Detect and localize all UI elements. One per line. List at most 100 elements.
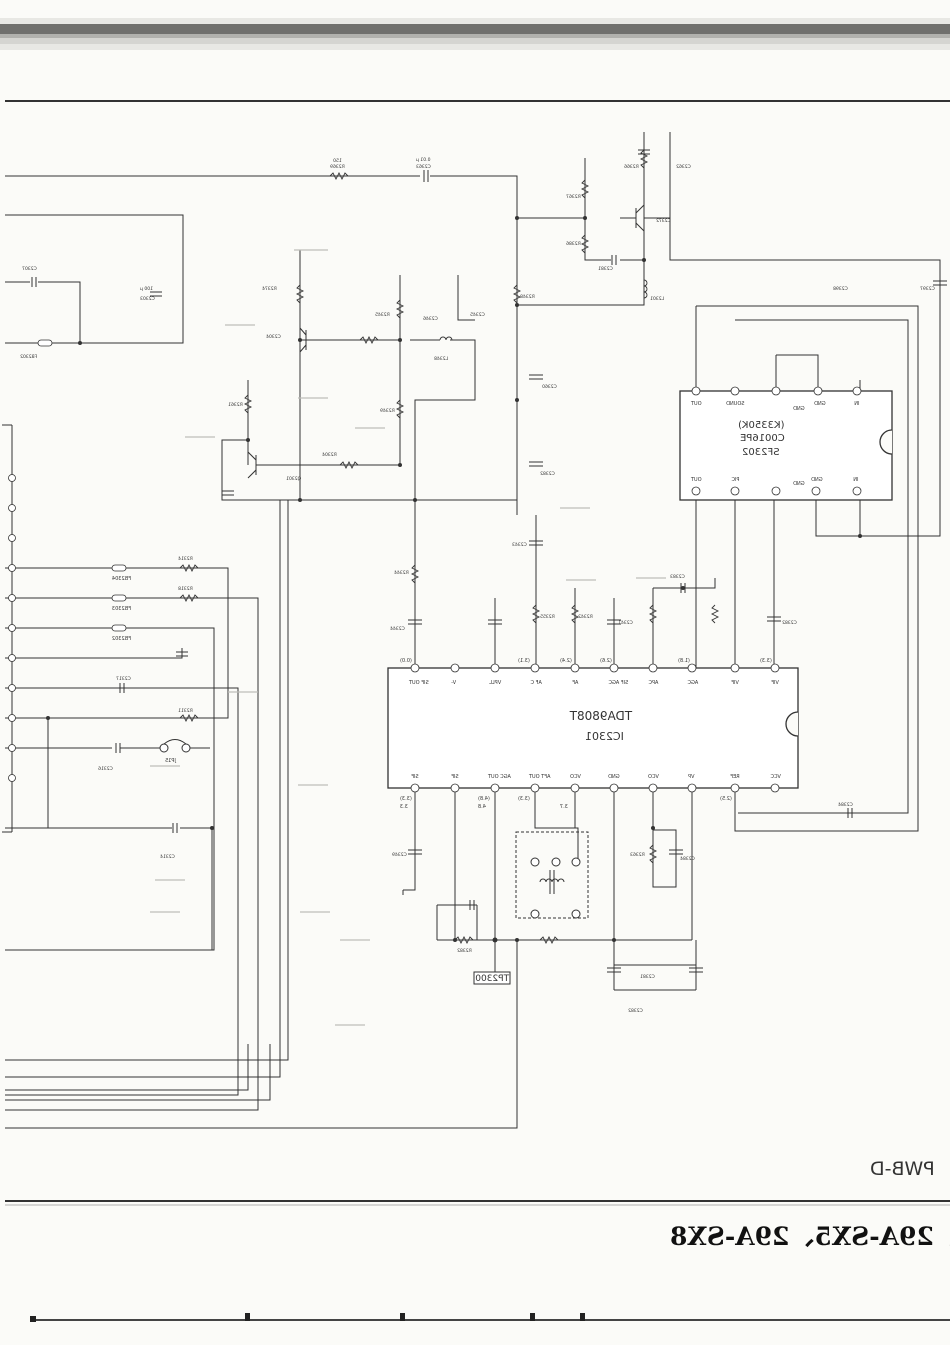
saw-pin-name: OUT bbox=[690, 477, 702, 483]
label-c2314: C2314 bbox=[160, 854, 175, 860]
label-r2382: R2382 bbox=[457, 948, 472, 954]
label-r2386: R2386 bbox=[566, 241, 581, 247]
resistors bbox=[179, 149, 720, 945]
label-c2349: C2349 bbox=[392, 852, 407, 858]
label-c2304: C2304 bbox=[266, 334, 281, 340]
scan-smudges bbox=[150, 249, 666, 1026]
label-r2366: R2366 bbox=[624, 164, 639, 170]
ic-pin-name: VPLL bbox=[489, 680, 501, 686]
saw-pin-name: IN bbox=[854, 401, 859, 407]
ic-pin-name: AF C bbox=[530, 680, 542, 686]
ic-pin-name: GND bbox=[608, 774, 620, 780]
ic-voltage: (3.3) bbox=[760, 658, 772, 664]
ic-pin-name: V- bbox=[451, 680, 456, 686]
label-c2303: C2303 bbox=[140, 296, 155, 302]
inductors bbox=[439, 279, 648, 341]
label-c2381: C2381 bbox=[598, 266, 613, 272]
ic-voltage: (3.1) bbox=[518, 658, 530, 664]
label-c2398: C2398 bbox=[833, 286, 848, 292]
ic-pin-name: SIF bbox=[451, 774, 459, 780]
label-c2397: C2397 bbox=[920, 286, 935, 292]
board-label: PWB-D bbox=[870, 1158, 935, 1180]
ic-voltage: (4.8) bbox=[478, 796, 490, 802]
sf2302-pins bbox=[691, 386, 862, 496]
saw-gnd-label: GND bbox=[793, 481, 805, 487]
label-r2363: R2363 bbox=[630, 852, 645, 858]
ic-pin-name: AFT OUT bbox=[528, 774, 550, 780]
transistor-q2302 bbox=[299, 327, 307, 353]
ic-voltage: (3.3) bbox=[518, 796, 530, 802]
saw-ref: SF2302 bbox=[742, 447, 780, 458]
label-l2301: L2301 bbox=[650, 296, 664, 302]
left-connector bbox=[2, 424, 16, 833]
label-r2349: R2349 bbox=[380, 408, 395, 414]
ic-pin-name: VP bbox=[688, 774, 694, 780]
ic2301-pins bbox=[410, 663, 780, 793]
ic-pin-name: APC bbox=[648, 680, 658, 686]
label-c2381-b: C2381 bbox=[640, 974, 655, 980]
saw-pin-name: OUT bbox=[690, 401, 702, 407]
transistor-q2304 bbox=[620, 204, 645, 232]
label-c2382-right: C2382 bbox=[782, 620, 797, 626]
ic-voltage: (0.0) bbox=[400, 658, 412, 664]
label-r2318: R2318 bbox=[178, 586, 193, 592]
label-c2384-b: C2384 bbox=[838, 802, 853, 808]
saw-pin-name: SOUND bbox=[726, 401, 745, 407]
label-c2316: C2316 bbox=[98, 766, 113, 772]
fb2304-label: FB2304 bbox=[112, 576, 131, 582]
label-r2361: R2361 bbox=[228, 402, 243, 408]
jp15-jumper: JP15 bbox=[159, 739, 191, 764]
label-c2382-b: C2382 bbox=[628, 1008, 643, 1014]
ic-pin-name: SIF AGC bbox=[608, 680, 628, 686]
ic-voltage: 3.7 bbox=[560, 804, 568, 810]
tp-label: TP2300 bbox=[475, 974, 510, 984]
ic-pin-name: AGC OUT bbox=[487, 774, 511, 780]
label-c2344: C2344 bbox=[390, 626, 405, 632]
scan-edge-bottom bbox=[30, 1313, 950, 1322]
ic-ref: IC2301 bbox=[585, 730, 624, 743]
label-c2382: C2382 bbox=[540, 471, 555, 477]
label-c2360: C2360 bbox=[542, 384, 557, 390]
model-line-title: 9A-SX1、29A-SX5、29A-SX8 bbox=[670, 1222, 950, 1251]
fb2302-label: FB2302 bbox=[112, 636, 131, 642]
ic-pin-name: VCC bbox=[770, 774, 781, 780]
saw-part: C0016PE bbox=[740, 433, 785, 444]
ic-voltage: 4.8 bbox=[478, 804, 486, 810]
label-q2301: Q2301 bbox=[286, 476, 301, 482]
ic-pin-name: VIF bbox=[771, 680, 779, 686]
label-c2307: C2307 bbox=[22, 266, 37, 272]
ic-pin-name: SIF bbox=[411, 774, 419, 780]
sf2302: SF2302 C0016PE (K3350K) GND GND bbox=[679, 390, 893, 501]
label-r2374: R2374 bbox=[262, 286, 277, 292]
label-r2355: R2355 bbox=[540, 614, 555, 620]
ic2301: TDA9808T IC2301 bbox=[387, 667, 799, 789]
label-c2345: C2345 bbox=[470, 312, 485, 318]
vco-coil-module bbox=[515, 831, 589, 919]
ferrite-beads bbox=[37, 339, 127, 632]
label-c2384: C2384 bbox=[680, 856, 695, 862]
label-r2311: R2311 bbox=[178, 708, 193, 714]
saw-pin-name: GND bbox=[811, 477, 823, 483]
label-r2344: R2344 bbox=[394, 570, 409, 576]
label-c2363: C2363 bbox=[416, 164, 431, 170]
label-r2342: R2342 bbox=[578, 614, 593, 620]
ic-voltage: (2.4) bbox=[560, 658, 572, 664]
transistor-q2301 bbox=[247, 451, 300, 479]
ic-voltage: (1.8) bbox=[678, 658, 690, 664]
label-c2346: C2346 bbox=[423, 316, 438, 322]
label-c2363-val: 0.01 μ bbox=[416, 157, 430, 163]
tp2300: TP2300 bbox=[473, 937, 511, 985]
ic-pin-name: AGC bbox=[687, 680, 698, 686]
label-fb2302-left: FB2302 bbox=[20, 354, 37, 360]
label-c2372: C2372 bbox=[656, 218, 671, 224]
saw-gnd-label: GND bbox=[793, 406, 805, 412]
ic-pin-name: SIF OUT bbox=[408, 680, 429, 686]
wiring bbox=[5, 132, 941, 1129]
label-c2383: C2383 bbox=[670, 574, 685, 580]
label-c2303-val: 100 μ bbox=[140, 286, 153, 292]
saw-pin-name: IN bbox=[853, 477, 858, 483]
fb2303-label: FB2303 bbox=[112, 606, 131, 612]
saw-pin-name: PIC bbox=[731, 477, 739, 483]
ic-pin-name: VCO bbox=[648, 774, 659, 780]
ic-pin-name: AF bbox=[572, 680, 578, 686]
